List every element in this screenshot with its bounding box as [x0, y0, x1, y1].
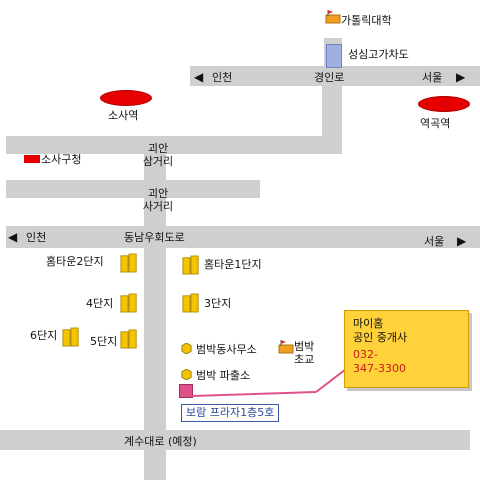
road-gyeongin-top — [190, 66, 480, 86]
apt-hometown1-label: 홈타운1단지 — [204, 258, 262, 271]
apartment-icon — [62, 327, 79, 347]
apartment-icon — [182, 293, 199, 313]
beombak-office-icon — [181, 343, 192, 354]
arrow-right-icon: ▶ — [457, 234, 467, 248]
sosa-station-marker — [100, 90, 152, 106]
apartment-icon — [182, 255, 199, 275]
road-vertical-main — [144, 136, 166, 480]
apt-3-label: 3단지 — [204, 297, 232, 310]
sosa-office-marker — [24, 155, 40, 163]
realtor-phone-line1: 032- — [353, 348, 378, 361]
apt-6-label: 6단지 — [30, 329, 58, 342]
building-marker — [179, 384, 193, 398]
beombak-police-icon — [181, 369, 192, 380]
building-address: 보람 프라자1층5호 — [186, 406, 275, 419]
arrow-right-icon: ▶ — [456, 70, 466, 84]
catholic-univ-label: 가톨릭대학 — [341, 14, 392, 27]
goean-samgeori-label: 괴안 삼거리 — [142, 142, 174, 168]
road-gyesu — [0, 430, 470, 450]
road-gyeongin-label: 경인로 — [314, 71, 345, 84]
road-dongnam — [6, 226, 480, 248]
apartment-icon — [120, 253, 137, 273]
goean-sageori-label: 괴안 사거리 — [142, 187, 174, 213]
direction-incheon-top: 인천 — [212, 71, 233, 84]
apt-hometown2-label: 홈타운2단지 — [46, 255, 104, 268]
building-address-box: 보람 프라자1층5호 — [181, 404, 280, 422]
road-goean-samgeori — [6, 136, 342, 154]
overpass-label: 성심고가차도 — [348, 48, 409, 61]
direction-incheon-mid: 인천 — [26, 231, 47, 244]
arrow-left-icon: ◀ — [8, 230, 18, 244]
yeokgok-station-label: 역곡역 — [420, 117, 451, 130]
realtor-info-box: 마이홈 공인 중개사 032- 347-3300 — [344, 310, 469, 388]
apartment-icon — [120, 329, 137, 349]
beombak-school-flag-icon — [278, 340, 294, 354]
realtor-type: 공인 중개사 — [353, 331, 408, 344]
sosa-station-label: 소사역 — [108, 109, 139, 122]
realtor-name: 마이홈 — [353, 317, 384, 330]
apt-4-label: 4단지 — [86, 297, 114, 310]
road-gyeongin-descent — [322, 86, 342, 150]
arrow-left-icon: ◀ — [194, 70, 204, 84]
catholic-univ-flag-icon — [325, 10, 341, 24]
realtor-phone-line2: 347-3300 — [353, 362, 406, 375]
sosa-office-label: 소사구청 — [41, 153, 82, 166]
yeokgok-station-marker — [418, 96, 470, 112]
apt-5-label: 5단지 — [90, 335, 118, 348]
beombak-school-label: 범박 초교 — [294, 340, 315, 367]
beombak-office-label: 범박동사무소 — [196, 343, 257, 356]
apartment-icon — [120, 293, 137, 313]
direction-seoul-mid: 서울 — [424, 235, 445, 248]
direction-seoul-top: 서울 — [422, 71, 443, 84]
beombak-police-label: 범박 파출소 — [196, 369, 251, 382]
road-goean-sageori — [6, 180, 260, 198]
road-dongnam-label: 동남우회도로 — [124, 231, 185, 244]
overpass-marker — [326, 44, 342, 68]
road-gyesu-label: 계수대로 (예정) — [124, 435, 197, 448]
